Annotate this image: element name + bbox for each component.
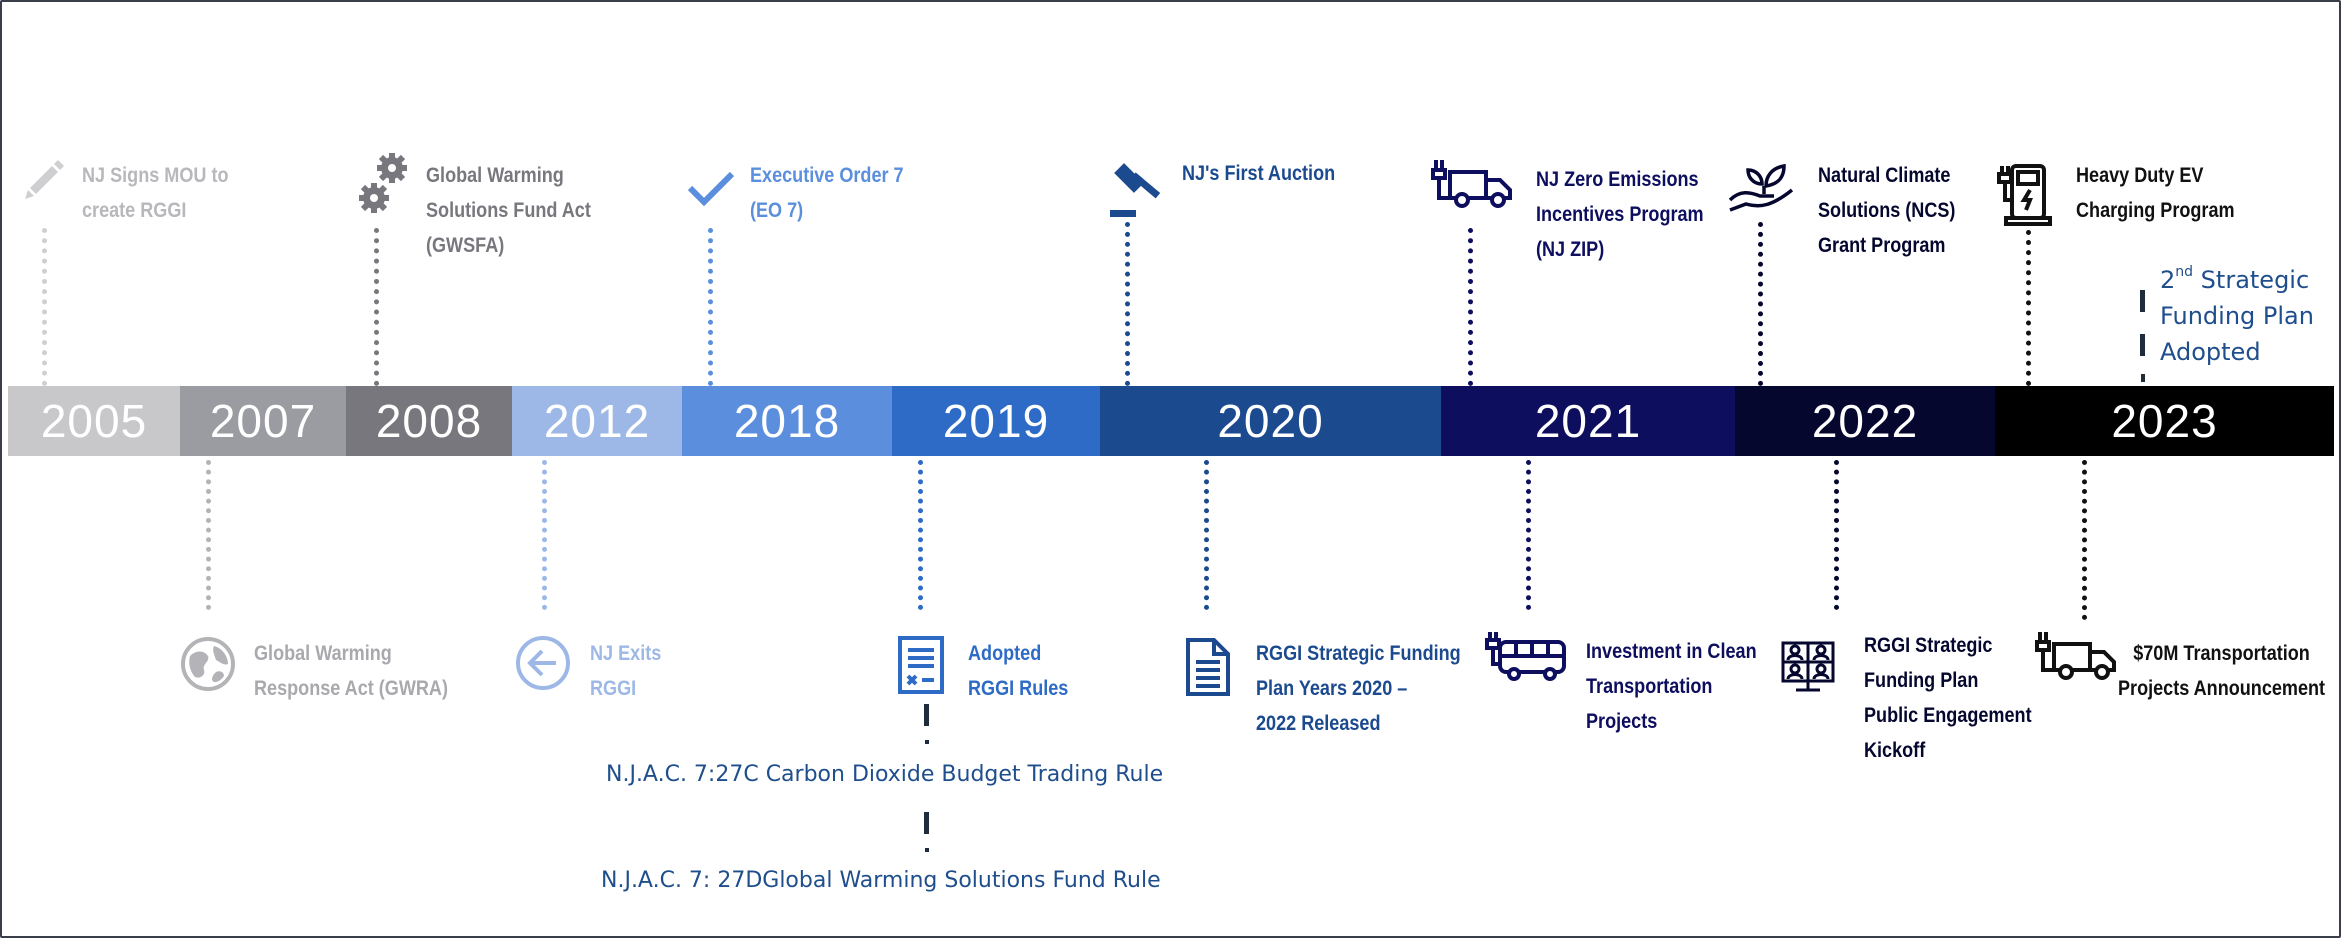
ev-truck-icon bbox=[2032, 628, 2118, 684]
year-2018: 2018 bbox=[682, 386, 892, 456]
arrow-left-circle-icon bbox=[514, 634, 572, 692]
hand-plant-icon bbox=[1726, 160, 1796, 214]
connector-engage bbox=[1834, 460, 1839, 610]
connector-gwsfa bbox=[374, 228, 379, 386]
year-2008: 2008 bbox=[346, 386, 512, 456]
year-2023: 2023 bbox=[1995, 386, 2334, 456]
plan2-tick-1 bbox=[2140, 290, 2145, 312]
connector-eo7 bbox=[708, 228, 713, 386]
gears-icon bbox=[356, 152, 412, 216]
plan2-tick-3 bbox=[2141, 374, 2145, 382]
year-2022: 2022 bbox=[1735, 386, 1995, 456]
ev-charger-icon bbox=[1996, 162, 2052, 228]
rule1-dot bbox=[925, 740, 929, 744]
connector-hdev bbox=[2026, 230, 2031, 386]
connector-m70 bbox=[2082, 460, 2087, 620]
year-2007: 2007 bbox=[180, 386, 346, 456]
rule-carbon-dioxide-budget-trading: N.J.A.C. 7:27C Carbon Dioxide Budget Tra… bbox=[606, 762, 1164, 787]
ev-bus-icon bbox=[1484, 628, 1570, 688]
plan2-tick-2 bbox=[2140, 334, 2145, 356]
rule2-dot bbox=[925, 848, 929, 852]
year-2012: 2012 bbox=[512, 386, 682, 456]
year-2005: 2005 bbox=[8, 386, 180, 456]
year-2021: 2021 bbox=[1441, 386, 1735, 456]
connector-gwra bbox=[206, 460, 211, 610]
connector-ncs bbox=[1758, 222, 1763, 386]
event-auction-label: NJ's First Auction bbox=[1182, 162, 1336, 185]
connector-adopted bbox=[918, 460, 923, 610]
connector-mou bbox=[42, 228, 47, 386]
year-2020: 2020 bbox=[1100, 386, 1441, 456]
year-2019: 2019 bbox=[892, 386, 1100, 456]
rule2-tick bbox=[924, 812, 929, 834]
rule-global-warming-solutions-fund: N.J.A.C. 7: 27DGlobal Warming Solutions … bbox=[601, 868, 1161, 893]
globe-icon bbox=[180, 636, 236, 692]
form-document-icon bbox=[896, 634, 946, 696]
pencil-icon bbox=[22, 156, 68, 202]
checkmark-icon bbox=[686, 170, 736, 208]
connector-zip bbox=[1468, 228, 1473, 386]
connector-exits bbox=[542, 460, 547, 610]
second-strategic-plan-label: 2nd Strategic Funding Plan Adopted bbox=[2160, 264, 2314, 366]
document-icon bbox=[1184, 636, 1232, 698]
gavel-icon bbox=[1108, 162, 1166, 220]
timeline-year-bar: 2005 2007 2008 2012 2018 2019 2020 2021 … bbox=[8, 386, 2334, 456]
connector-clean bbox=[1526, 460, 1531, 610]
connector-auction bbox=[1125, 222, 1130, 386]
ev-truck-icon bbox=[1428, 156, 1514, 212]
connector-sfp bbox=[1204, 460, 1209, 610]
event-eo7-label: Executive Order 7(EO 7) bbox=[750, 164, 904, 222]
rule1-tick bbox=[924, 704, 929, 726]
video-conference-icon bbox=[1780, 640, 1836, 694]
